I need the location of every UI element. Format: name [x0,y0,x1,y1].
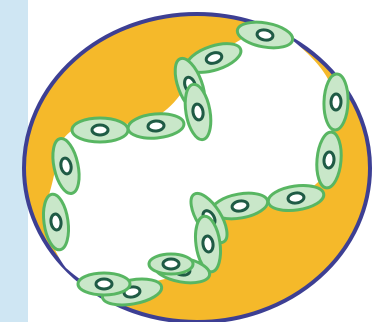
cell [78,273,130,295]
cell-nucleus [231,200,248,213]
cell-nucleus [256,29,273,42]
cell-nucleus [192,103,205,120]
cell-nucleus [148,120,165,131]
cell-nucleus [323,152,334,169]
cell-nucleus [287,192,304,204]
cell-nucleus [202,235,214,252]
cell [72,118,128,142]
cell-nucleus [331,94,342,110]
cell-nucleus [96,279,112,289]
cell [149,254,193,274]
cell-nucleus [92,125,108,135]
cell-nucleus [163,259,179,269]
cell-nucleus [50,213,62,230]
cell [323,74,349,131]
